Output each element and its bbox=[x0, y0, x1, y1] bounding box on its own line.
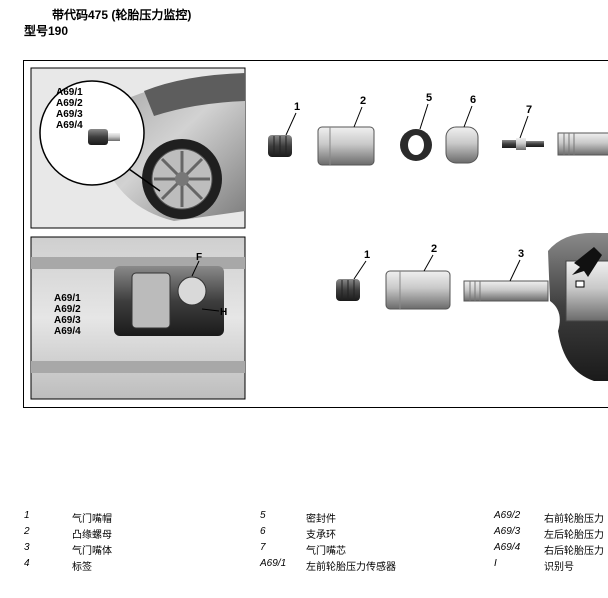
inset-bottom-label-3: A69/3 bbox=[54, 315, 81, 326]
legend-text-A69-4: 右后轮胎压力 bbox=[544, 546, 604, 557]
legend-num-A69-4: A69/4 bbox=[494, 542, 521, 553]
model-number: 型号190 bbox=[24, 24, 69, 38]
inset-top-label-2: A69/2 bbox=[56, 98, 83, 109]
legend-text-A69-2: 右前轮胎压力 bbox=[544, 514, 604, 525]
exploded-view-figure: A69/1 A69/2 A69/3 A69/4 F H A69/1 A69/2 … bbox=[23, 60, 608, 408]
callout-top-6: 6 bbox=[470, 94, 476, 106]
legend-num-2: 2 bbox=[24, 526, 30, 537]
callout-top-2: 2 bbox=[360, 95, 366, 107]
inset-bottom-label-H: H bbox=[220, 307, 227, 318]
inset-top-label-3: A69/3 bbox=[56, 109, 83, 120]
callout-top-5: 5 bbox=[426, 92, 432, 104]
callout-top-7: 7 bbox=[526, 104, 532, 116]
legend-num-3: 3 bbox=[24, 542, 30, 553]
inset-bottom-label-2: A69/2 bbox=[54, 304, 81, 315]
callout-top-1: 1 bbox=[294, 101, 300, 113]
legend-text-A69-1: 左前轮胎压力传感器 bbox=[306, 562, 396, 573]
car-inset: A69/1 A69/2 A69/3 A69/4 bbox=[30, 67, 246, 229]
legend-num-1: 1 bbox=[24, 510, 30, 521]
legend-text-6: 支承环 bbox=[306, 530, 336, 541]
callout-bottom-1: 1 bbox=[364, 249, 370, 261]
inset-bottom-label-4: A69/4 bbox=[54, 326, 81, 337]
callout-bottom-2: 2 bbox=[431, 243, 437, 255]
legend-text-7: 气门嘴芯 bbox=[306, 546, 346, 557]
legend-num-6: 6 bbox=[260, 526, 266, 537]
legend-text-I: 识别号 bbox=[544, 562, 574, 573]
top-exploded-row: 1 2 5 6 7 bbox=[268, 92, 608, 166]
inset-top-label-1: A69/1 bbox=[56, 87, 83, 98]
legend-num-5: 5 bbox=[260, 510, 266, 521]
inset-bottom-label-F: F bbox=[196, 252, 202, 263]
legend-num-A69-2: A69/2 bbox=[494, 510, 521, 521]
legend-text-1: 气门嘴帽 bbox=[72, 514, 112, 525]
legend-text-5: 密封件 bbox=[306, 514, 336, 525]
legend-num-I: I bbox=[494, 558, 497, 569]
legend-text-3: 气门嘴体 bbox=[72, 546, 112, 557]
bottom-exploded-row: 1 2 3 bbox=[336, 232, 608, 381]
legend-num-7: 7 bbox=[260, 542, 266, 553]
inset-top-label-4: A69/4 bbox=[56, 120, 83, 131]
sensor-inset: F H A69/1 A69/2 A69/3 A69/4 bbox=[30, 236, 246, 400]
legend-num-A69-1: A69/1 bbox=[260, 558, 287, 569]
legend-num-A69-3: A69/3 bbox=[494, 526, 521, 537]
callout-bottom-3: 3 bbox=[518, 248, 524, 260]
inset-bottom-label-1: A69/1 bbox=[54, 293, 81, 304]
document-title: 带代码475 (轮胎压力监控) bbox=[52, 8, 192, 22]
illustration: A69/1 A69/2 A69/3 A69/4 F H A69/1 A69/2 … bbox=[30, 67, 608, 400]
legend-text-2: 凸缘螺母 bbox=[72, 530, 112, 541]
legend-text-4: 标签 bbox=[72, 562, 92, 573]
legend-num-4: 4 bbox=[24, 558, 30, 569]
legend-text-A69-3: 左后轮胎压力 bbox=[544, 530, 604, 541]
